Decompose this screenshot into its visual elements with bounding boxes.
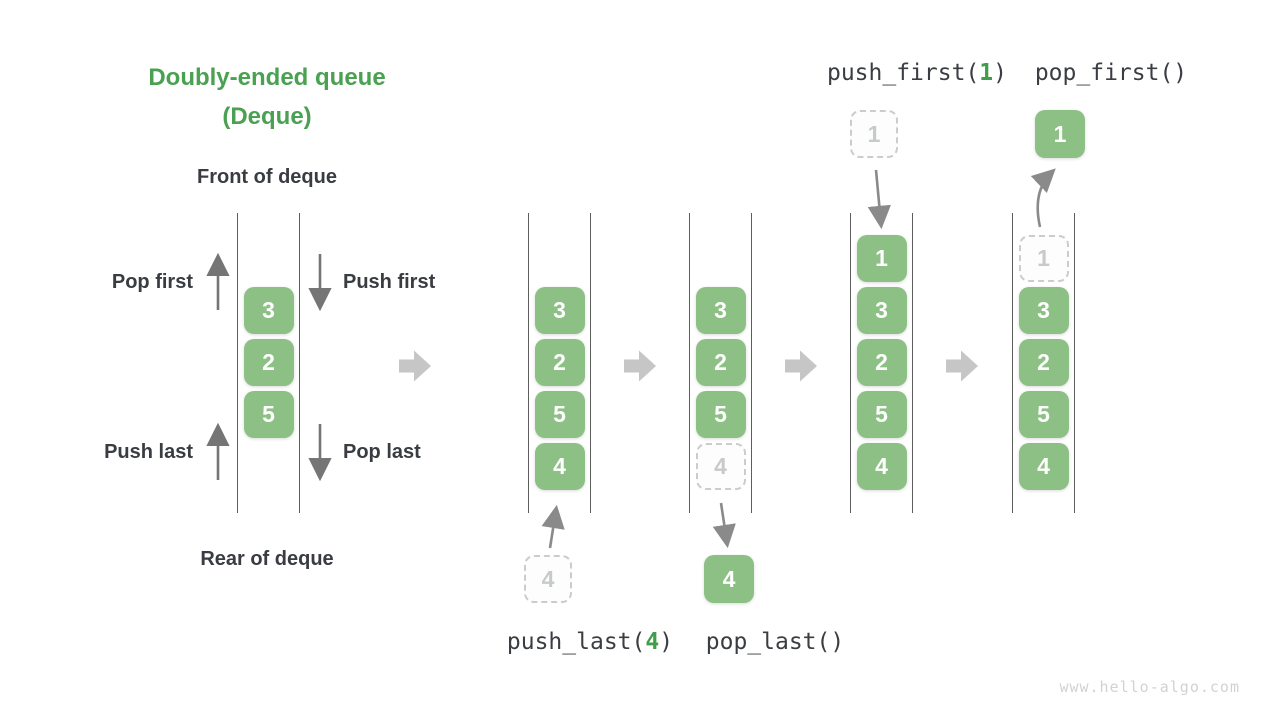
- deque-cell: 3: [243, 287, 294, 334]
- deque-cell: 2: [243, 339, 294, 386]
- deque-cell: 4: [1018, 443, 1069, 490]
- pop-first-code-label: pop_first(): [1034, 60, 1188, 86]
- step-arrow-2-icon: [624, 350, 656, 382]
- push-first-code-suffix: ): [993, 60, 1008, 86]
- pop-first-result-cell: 1: [1035, 110, 1085, 158]
- deque-cell: 5: [1018, 391, 1069, 438]
- push-last-code-suffix: ): [659, 629, 674, 655]
- rear-of-deque-label: Rear of deque: [200, 548, 334, 570]
- deque-cell: 3: [534, 287, 585, 334]
- deque-cell: 4: [534, 443, 585, 490]
- deque-cell: 2: [534, 339, 585, 386]
- push-first-code-arg: 1: [979, 60, 994, 86]
- pop-last-code-label: pop_last(): [705, 629, 845, 655]
- push-last-code-label: push_last(4): [490, 629, 690, 655]
- title-line2: (Deque): [222, 103, 312, 130]
- deque-cell: 5: [856, 391, 907, 438]
- watermark: www.hello-algo.com: [1059, 678, 1240, 696]
- deque-cell-ghost: 1: [1018, 235, 1069, 282]
- deque-cell: 2: [1018, 339, 1069, 386]
- deque-cell: 2: [856, 339, 907, 386]
- push-first-source-cell: 1: [850, 110, 898, 158]
- deque-cell: 1: [856, 235, 907, 282]
- diagram-title: Doubly-ended queue (Deque): [117, 58, 417, 136]
- deque-cell: 5: [243, 391, 294, 438]
- pop-first-label: Pop first: [111, 271, 193, 293]
- pop-last-result-cell: 4: [704, 555, 754, 603]
- push-last-code-arg: 4: [645, 629, 660, 655]
- push-first-label: Push first: [343, 271, 436, 293]
- front-of-deque-label: Front of deque: [197, 166, 337, 188]
- deque-after-push-last: 3 2 5 4: [528, 213, 591, 513]
- step-arrow-4-icon: [946, 350, 978, 382]
- push-first-code-label: push_first(1): [817, 60, 1017, 86]
- step-arrow-3-icon: [785, 350, 817, 382]
- push-first-code-prefix: push_first(: [826, 60, 980, 86]
- deque-during-pop-last: 3 2 5 4: [689, 213, 752, 513]
- push-last-op-arrow-icon: [541, 504, 565, 549]
- deque-cell: 2: [695, 339, 746, 386]
- deque-cell: 3: [695, 287, 746, 334]
- deque-cell: 3: [1018, 287, 1069, 334]
- push-last-source-cell: 4: [524, 555, 572, 603]
- deque-cell: 4: [856, 443, 907, 490]
- deque-cell-ghost: 4: [695, 443, 746, 490]
- deque-during-pop-first: 1 3 2 5 4: [1012, 213, 1075, 513]
- step-arrow-1-icon: [399, 350, 431, 382]
- push-last-label: Push last: [104, 441, 193, 463]
- title-line1: Doubly-ended queue: [148, 64, 386, 91]
- deque-initial: 3 2 5: [237, 213, 300, 513]
- deque-cell: 3: [856, 287, 907, 334]
- deque-cell: 5: [695, 391, 746, 438]
- deque-cell: 5: [534, 391, 585, 438]
- pop-last-label: Pop last: [343, 441, 421, 463]
- deque-after-push-first: 1 3 2 5 4: [850, 213, 913, 513]
- push-last-code-prefix: push_last(: [506, 629, 646, 655]
